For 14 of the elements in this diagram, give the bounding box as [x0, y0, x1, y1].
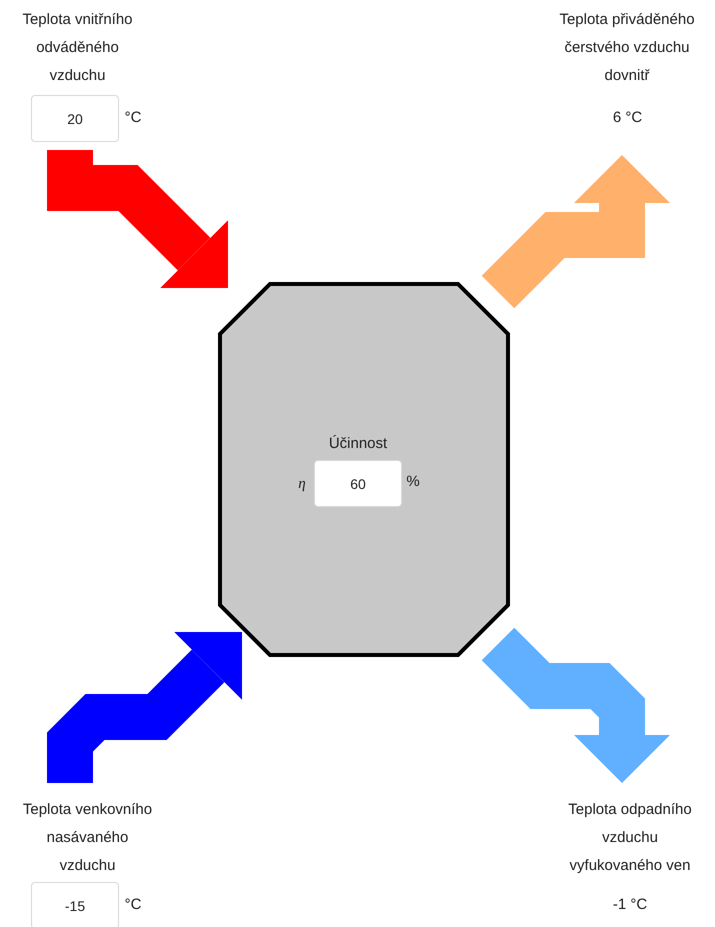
temperature-label: Teplota odpadního vzduchu vyfukovaného ven: [567, 800, 693, 876]
temperature-label: Teplota přiváděného čerstvého vzduchu dovnitř: [558, 10, 696, 86]
unit-label: °C: [124, 895, 142, 915]
temperature-label: -1 °C: [612, 895, 648, 915]
input-field: 60: [314, 460, 402, 507]
temperature-label: 6 °C: [612, 108, 644, 128]
temperature-label: Teplota venkovního nasávaného vzduchu: [22, 800, 154, 876]
efficiency-symbol: η: [297, 475, 307, 494]
temperature-label: Teplota vnitřního odváděného vzduchu: [21, 10, 134, 86]
unit-label: %: [405, 472, 421, 492]
input-field: 20: [31, 95, 119, 142]
input-field: -15: [31, 882, 119, 927]
efficiency-label: Účinnost: [328, 434, 388, 454]
unit-label: °C: [124, 108, 142, 128]
